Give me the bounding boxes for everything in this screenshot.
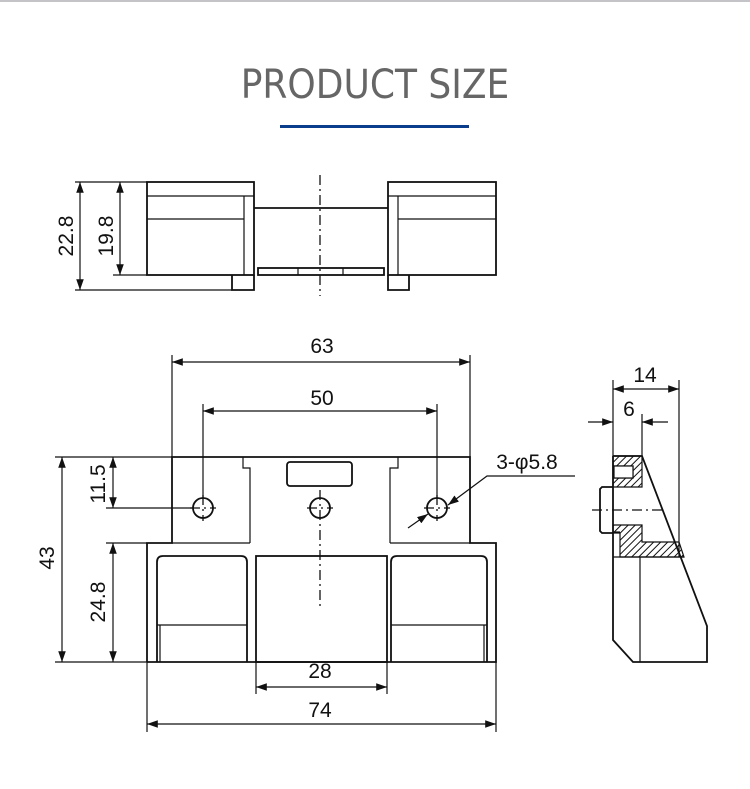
dim-depth: 14 [633, 364, 657, 387]
dim-height: 43 [36, 546, 59, 569]
page-title: PRODUCT SIZE [240, 62, 510, 108]
dim-flange: 6 [623, 398, 635, 421]
dim-overall-height: 22.8 [55, 216, 78, 257]
dim-center-width: 28 [308, 660, 331, 683]
dim-base-width: 74 [308, 699, 332, 722]
top-border [0, 0, 750, 2]
dim-hole-offset: 11.5 [87, 464, 110, 503]
top-view: 22.8 19.8 [55, 175, 497, 296]
dim-body-height: 19.8 [95, 216, 118, 257]
dim-lower-height: 24.8 [87, 582, 110, 623]
dim-hole-spacing: 50 [310, 387, 333, 410]
front-view: 63 50 3-φ5.8 43 11.5 24.8 28 74 [36, 335, 575, 732]
dim-overall-width: 63 [310, 335, 333, 358]
side-view: 14 6 [588, 364, 708, 663]
title-underline [280, 125, 469, 128]
dim-hole-spec: 3-φ5.8 [496, 451, 557, 474]
